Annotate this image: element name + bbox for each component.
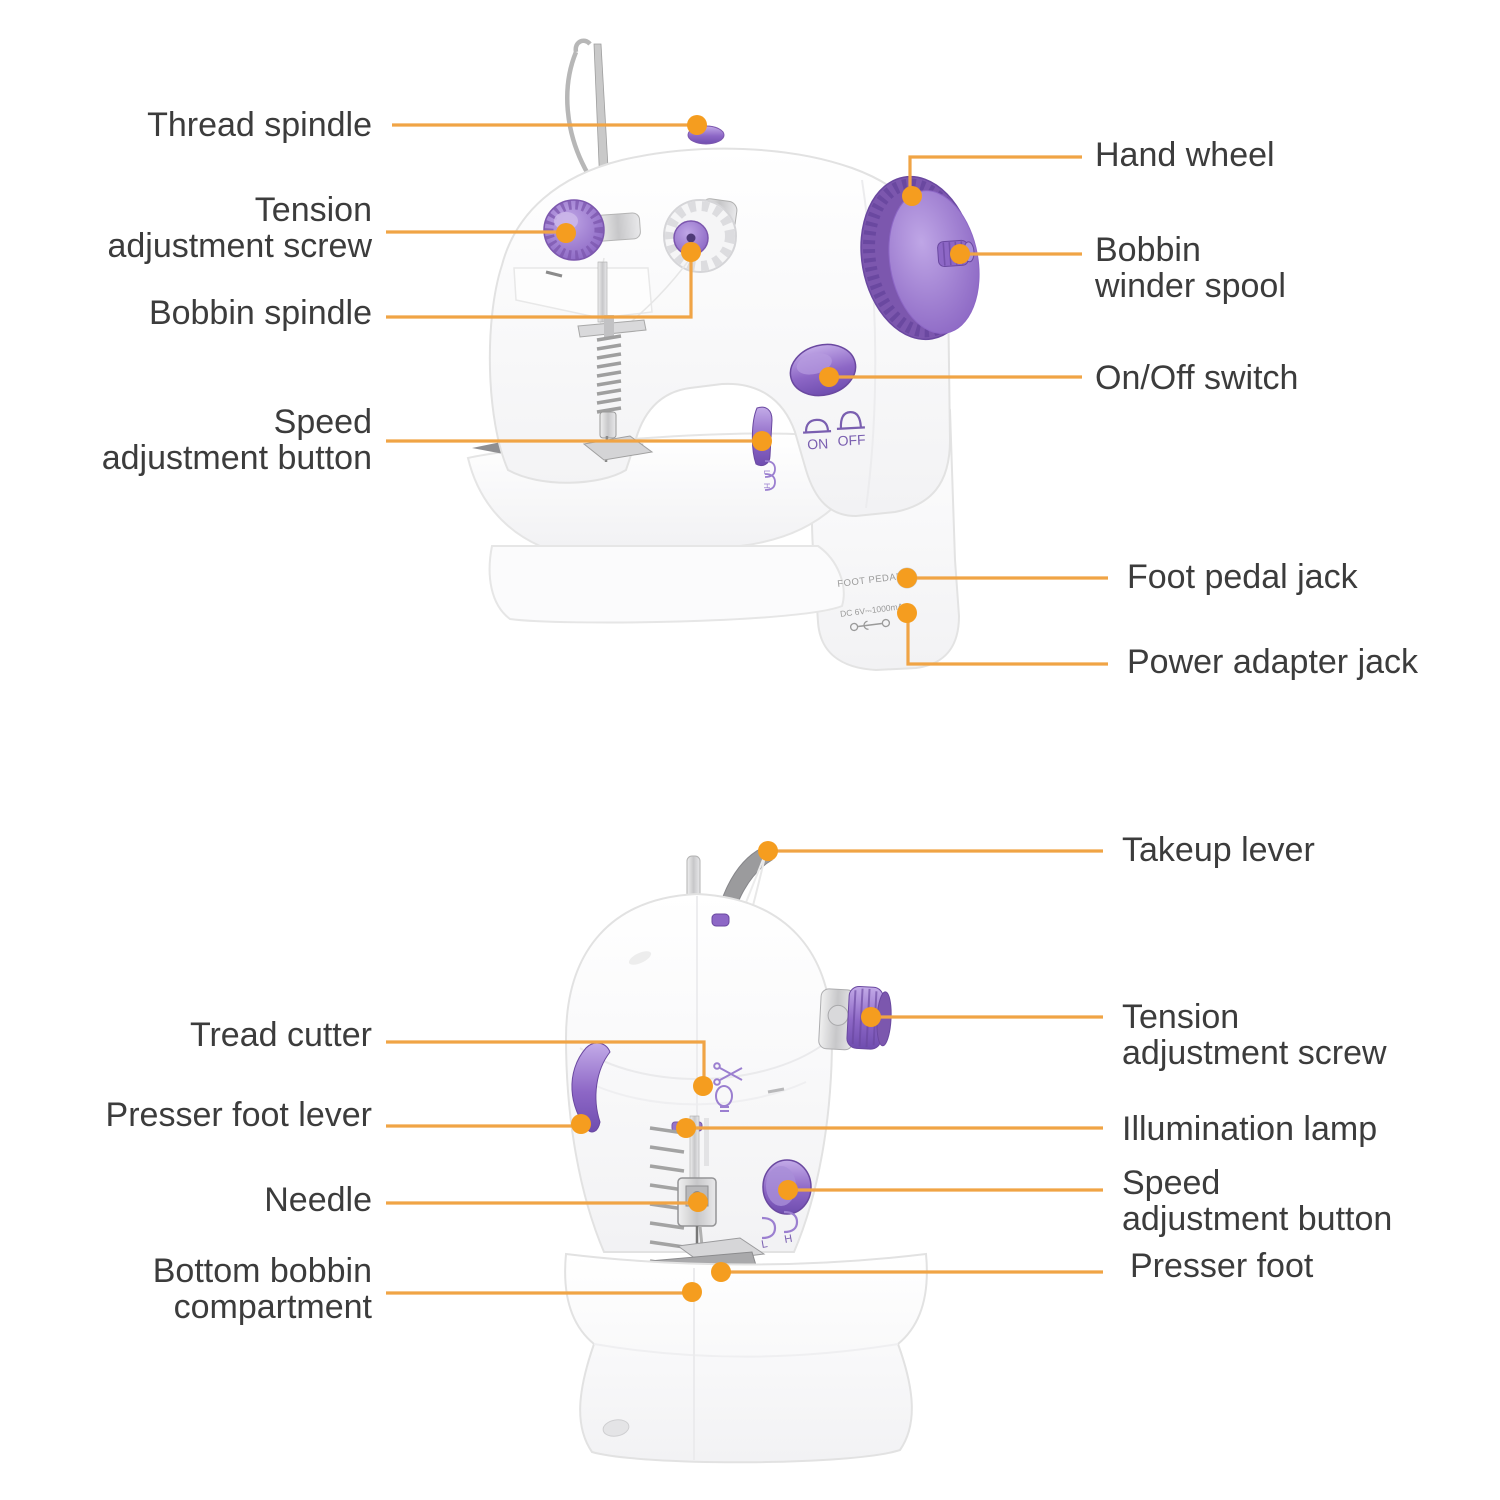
speed-slider-l-icon <box>764 460 776 478</box>
label-foot-pedal-jack: Foot pedal jack <box>1127 558 1358 596</box>
needle-bar <box>597 261 608 323</box>
label-tension-top: Tension adjustment screw <box>107 191 372 265</box>
on-off-markings: ON OFF <box>803 411 866 452</box>
label-bottom-bobbin: Bottom bobbin compartment <box>152 1252 372 1326</box>
bobbin-hub-hole <box>686 233 696 243</box>
leader-hand-wheel <box>908 155 1082 193</box>
lh-h-text: H <box>783 1233 793 1246</box>
lh-l-icon <box>761 1216 777 1240</box>
label-on-off-switch: On/Off switch <box>1095 359 1299 397</box>
dome-thread-guide <box>711 913 730 927</box>
label-speed-bottom: Speed adjustment button <box>1122 1164 1393 1238</box>
presser-foot-lever-shape <box>571 1042 611 1133</box>
anchor-speed-top <box>752 431 772 451</box>
base-skirt <box>488 545 845 624</box>
speed-slider-l-text: L <box>762 470 771 475</box>
leader-tread-cutter <box>386 1040 706 1085</box>
anchor-hand-wheel <box>902 186 922 206</box>
needle-rod-2 <box>704 1118 709 1166</box>
anchor-foot-pedal-jack <box>897 568 917 588</box>
anchor-takeup-lever <box>758 841 778 861</box>
bottom-base <box>564 1252 928 1464</box>
label-bobbin-winder: Bobbin winder spool <box>1095 231 1286 305</box>
label-presser-foot-lever: Presser foot lever <box>105 1096 372 1134</box>
label-takeup-lever: Takeup lever <box>1122 831 1315 869</box>
off-text: OFF <box>837 431 866 448</box>
anchor-needle <box>688 1192 708 1212</box>
head-cover <box>513 267 653 319</box>
anchor-presser-foot <box>711 1262 731 1282</box>
vent-slot <box>628 951 652 965</box>
thread-cutter-icon <box>713 1062 743 1086</box>
takeup-wire <box>565 38 592 176</box>
leader-power-adapter-jack <box>906 613 1108 666</box>
speed-slider-h-text: H <box>762 483 771 489</box>
needle-clamp <box>599 411 617 439</box>
anchor-illumination-lamp <box>676 1118 696 1138</box>
head-mark <box>545 270 563 278</box>
anchor-speed-bottom <box>778 1180 798 1200</box>
lh-h-icon <box>783 1210 799 1234</box>
front-spring <box>649 1126 685 1268</box>
lh-l-text: L <box>760 1238 768 1251</box>
tension-bracket-disc <box>827 1004 849 1026</box>
base-waist-seam <box>593 1343 899 1358</box>
on-text: ON <box>807 435 829 452</box>
label-tread-cutter: Tread cutter <box>189 1016 372 1054</box>
anchor-dots <box>556 115 970 1302</box>
polarity-icon <box>849 618 891 632</box>
guide-clamp <box>604 315 614 338</box>
label-bobbin-spindle: Bobbin spindle <box>148 294 372 332</box>
side-logo-mark <box>767 1087 785 1094</box>
base-hole <box>602 1419 630 1437</box>
anchor-bobbin-spindle <box>681 242 701 262</box>
label-thread-spindle: Thread spindle <box>147 106 372 144</box>
label-tension-bottom: Tension adjustment screw <box>1122 998 1387 1072</box>
label-hand-wheel: Hand wheel <box>1095 136 1275 174</box>
label-illumination-lamp: Illumination lamp <box>1122 1110 1378 1148</box>
anchor-tension-top <box>556 223 576 243</box>
anchor-bottom-bobbin <box>682 1282 702 1302</box>
lamp-icon <box>715 1085 733 1112</box>
label-presser-foot: Presser foot <box>1130 1247 1314 1285</box>
bottom-machine: L H <box>564 847 928 1464</box>
tension-knob-ribs <box>544 200 604 260</box>
label-power-adapter-jack: Power adapter jack <box>1127 643 1419 681</box>
anchor-tread-cutter <box>693 1076 713 1096</box>
anchor-presser-foot-lever <box>571 1114 591 1134</box>
bobbin-gear-scallop <box>665 201 735 271</box>
face-seam <box>595 1081 807 1106</box>
off-icon <box>836 411 865 430</box>
needle-spring <box>596 334 622 414</box>
on-icon <box>803 418 832 434</box>
label-needle: Needle <box>264 1181 372 1219</box>
anchor-thread-spindle <box>687 115 707 135</box>
top-machine: ON OFF L H FOOT PEDAL DC 6V⎓1000mA <box>466 38 980 672</box>
speed-slider-h-icon <box>764 473 776 491</box>
anchor-on-off <box>819 367 839 387</box>
anchor-bobbin-winder <box>950 244 970 264</box>
leader-bobbin-spindle <box>386 253 693 319</box>
anchor-power-adapter-jack <box>897 603 917 623</box>
leader-lines <box>386 123 1108 1295</box>
label-speed-top: Speed adjustment button <box>101 403 372 477</box>
anchor-tension-bottom <box>861 1007 881 1027</box>
